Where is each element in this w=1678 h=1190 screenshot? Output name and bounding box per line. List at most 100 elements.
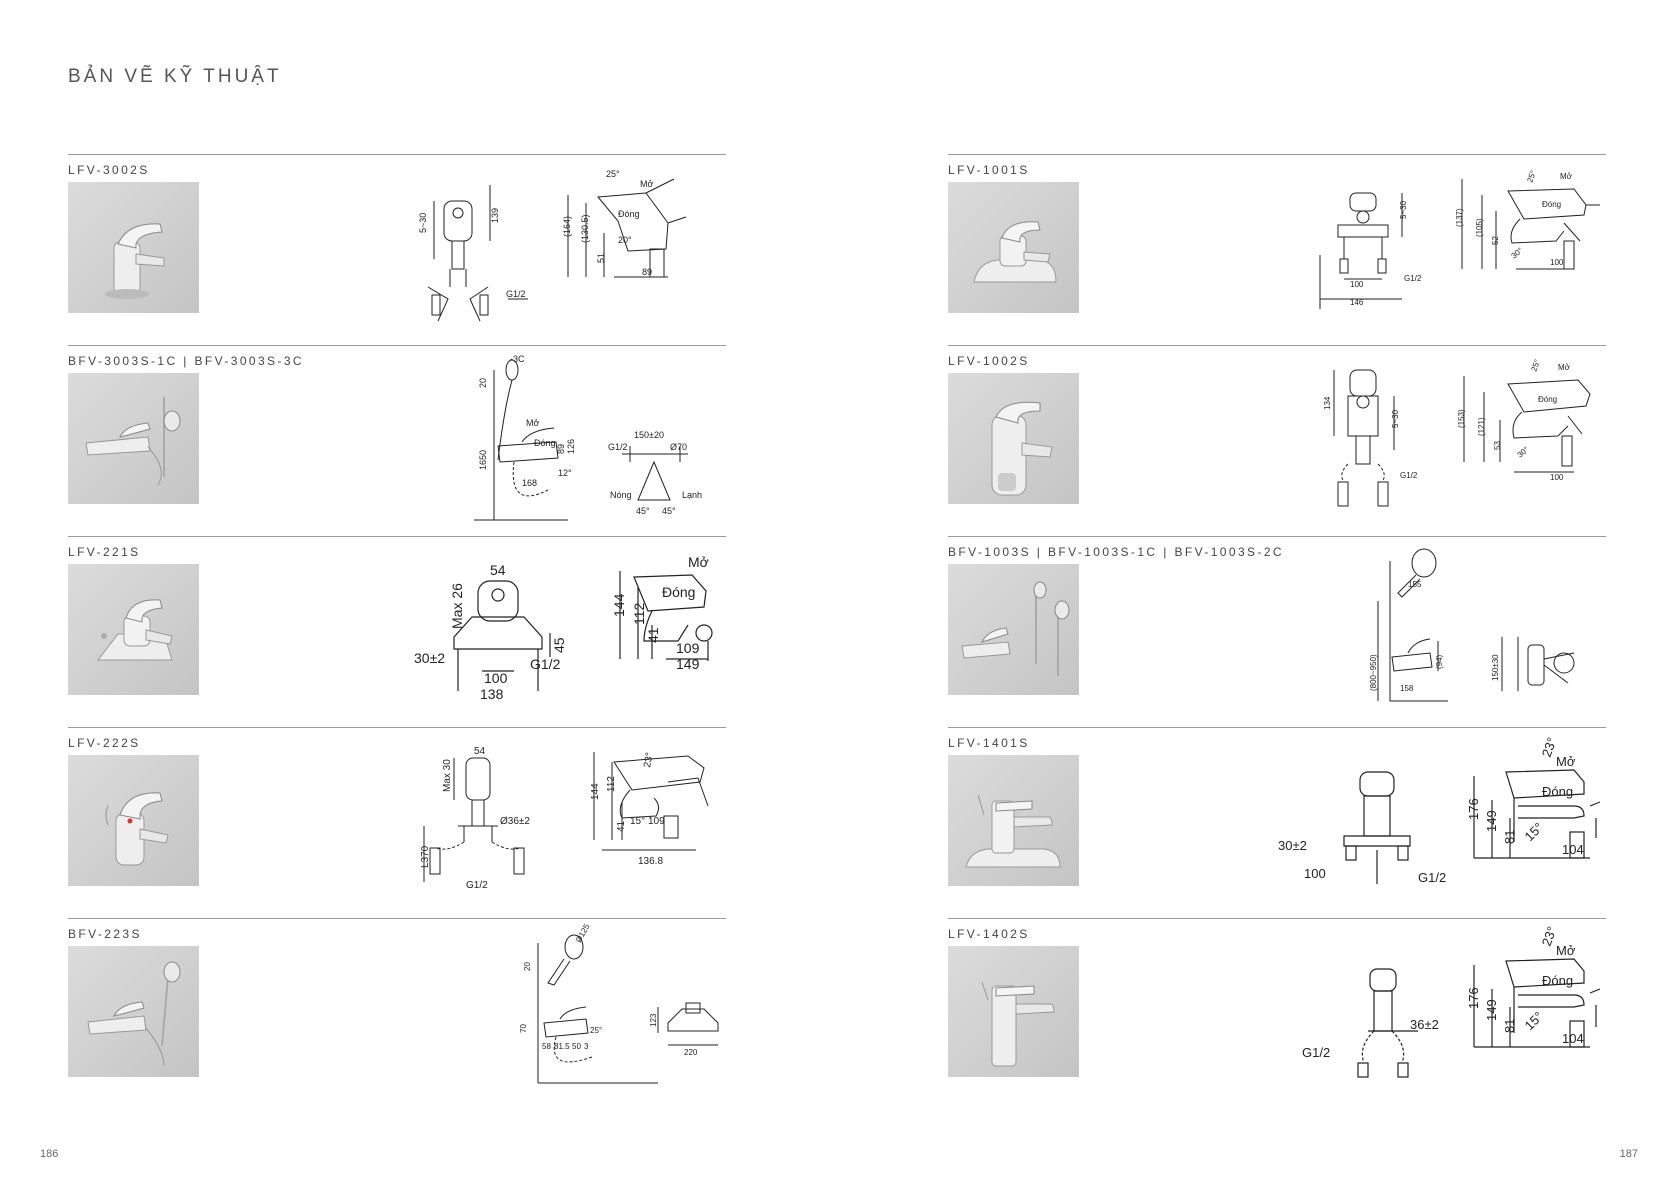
dim-label: (130.5)	[580, 214, 590, 243]
product-row: LFV-3002S 5~30 139 G1/2	[68, 154, 726, 345]
close-label: Đóng	[662, 584, 695, 600]
dim-label: 58	[542, 1042, 551, 1051]
dim-label: 100	[1550, 258, 1564, 267]
open-label: Mở	[1558, 363, 1571, 372]
dim-label: 220	[684, 1048, 698, 1057]
model-name: BFV-1003S | BFV-1003S-1C | BFV-1003S-2C	[948, 545, 1284, 559]
product-row: BFV-3003S-1C | BFV-3003S-3C -3C 20 1650	[68, 345, 726, 536]
dim-label: 30±2	[414, 650, 445, 666]
product-photo	[948, 373, 1079, 504]
close-label: Đóng	[1542, 200, 1561, 209]
dim-label: 158	[1400, 684, 1414, 693]
product-row: LFV-1401S 30±2 100 G1/2	[948, 727, 1606, 918]
angle-label: 15°	[1522, 820, 1547, 845]
product-row: BFV-223S 20 70 58 81.5 50	[68, 918, 726, 1109]
product-photo	[68, 946, 199, 1077]
basin-faucet-icon	[105, 792, 169, 866]
dim-label: G1/2	[1400, 471, 1418, 480]
dim-label: 81	[1502, 830, 1517, 844]
product-photo	[68, 182, 199, 313]
product-photo	[68, 755, 199, 886]
basin-faucet-icon	[981, 981, 1055, 1067]
hot-label: Nóng	[610, 490, 632, 500]
dim-label: 36±2	[1410, 1017, 1439, 1032]
model-name: BFV-223S	[68, 927, 142, 941]
dim-label: 136.8	[638, 856, 663, 867]
technical-drawing: 30±2 100 G1/2 176 149 81 104 23° 15° Mở …	[1278, 732, 1608, 912]
dim-label: 104	[1562, 842, 1584, 857]
dim-label: (153)	[1457, 409, 1466, 428]
product-photo	[68, 564, 199, 695]
dim-label: G1/2	[1404, 274, 1422, 283]
dim-label: Ø36±2	[500, 816, 530, 827]
dim-label: 1650	[478, 450, 488, 470]
dim-label: 109	[648, 816, 665, 827]
dim-label: 112	[631, 602, 647, 625]
technical-drawing: 134 5~30 G1/2 (153) (121) 53 25° 30° 100…	[1318, 350, 1608, 530]
dim-label: 155	[1408, 580, 1422, 589]
product-row: LFV-1002S 134 5~30 G1/2	[948, 345, 1606, 536]
dim-label: 81	[1502, 1019, 1517, 1033]
dim-label: 5~30	[1399, 200, 1408, 219]
right-column: LFV-1001S 5~30 100 146 G1/2	[948, 154, 1606, 1109]
dim-label: 146	[1350, 298, 1364, 307]
basin-faucet-icon	[105, 223, 165, 299]
dim-label: 104	[1562, 1031, 1584, 1046]
angle-label: 23°	[1539, 924, 1560, 948]
model-name: LFV-1002S	[948, 354, 1030, 368]
page-title: BẢN VẼ KỸ THUẬT	[68, 66, 282, 87]
page-number-right: 187	[1619, 1148, 1638, 1160]
close-label: Đóng	[534, 438, 556, 448]
open-label: Mở	[1556, 943, 1576, 958]
dim-label: L370	[420, 845, 431, 868]
dim-label: 112	[606, 776, 617, 792]
product-row: LFV-1402S 36±2 G1/2	[948, 918, 1606, 1109]
technical-drawing: 5~30 100 146 G1/2 (137) (105) 52 25° 30°…	[1318, 159, 1608, 339]
dim-label: 70	[519, 1024, 528, 1033]
angle-label: 25°	[1525, 169, 1538, 183]
dim-label: 139	[490, 208, 500, 223]
technical-drawing: 54 Max 30 Ø36±2 L370 G1/2 144 112 41 23°…	[418, 732, 728, 912]
dim-label: 144	[590, 783, 601, 800]
angle-label: 30°	[1516, 445, 1531, 460]
dim-label: G1/2	[506, 289, 526, 299]
angle-label: 23°	[1539, 735, 1560, 759]
dim-label: Max 26	[449, 583, 465, 629]
angle-label: 20°	[618, 235, 632, 245]
dim-label: 123	[649, 1013, 658, 1027]
dim-label: 100	[484, 670, 508, 686]
basin-faucet-icon	[965, 794, 1061, 868]
angle-label: 45°	[636, 506, 650, 516]
open-label: Mở	[1556, 754, 1576, 769]
basin-faucet-icon	[96, 599, 173, 661]
product-photo	[68, 373, 199, 504]
dim-label: (94)	[1435, 654, 1444, 669]
dim-label: 126	[566, 439, 576, 454]
basin-faucet-icon	[991, 401, 1053, 496]
technical-drawing: 20 70 58 81.5 50 3 25° Ø125 123 220	[508, 922, 728, 1103]
dim-label: Ø70	[670, 442, 687, 452]
basin-faucet-icon	[973, 221, 1057, 283]
model-name: BFV-3003S-1C | BFV-3003S-3C	[68, 354, 304, 368]
dim-label: G1/2	[466, 880, 488, 891]
dim-label: G1/2	[1418, 870, 1446, 885]
close-label: Đóng	[1542, 784, 1573, 799]
dim-label: 100	[1350, 280, 1364, 289]
product-row: LFV-221S Max 26 54 30±2 45	[68, 536, 726, 727]
dim-label: 89	[556, 444, 566, 454]
product-row: LFV-1001S 5~30 100 146 G1/2	[948, 154, 1606, 345]
dim-label: 100	[1550, 473, 1564, 482]
product-row: LFV-222S 54 Max 30 Ø36±2	[68, 727, 726, 918]
technical-drawing: 5~30 139 G1/2 (164) (130.5) 51 89 25° 20…	[418, 159, 718, 339]
open-label: Mở	[1560, 172, 1573, 181]
dim-label: 45	[551, 637, 567, 653]
angle-label: 30°	[1510, 246, 1525, 261]
dim-label: 100	[1304, 866, 1326, 881]
page-number-left: 186	[40, 1148, 59, 1160]
dim-label: 54	[474, 746, 486, 757]
dim-label: 150±20	[634, 430, 664, 440]
close-label: Đóng	[1542, 973, 1573, 988]
dim-label: (105)	[1475, 218, 1484, 237]
dim-label: 109	[676, 640, 700, 656]
technical-drawing: 36±2 G1/2 176 149 81 104 23° 15° Mở Đóng	[1278, 923, 1608, 1103]
